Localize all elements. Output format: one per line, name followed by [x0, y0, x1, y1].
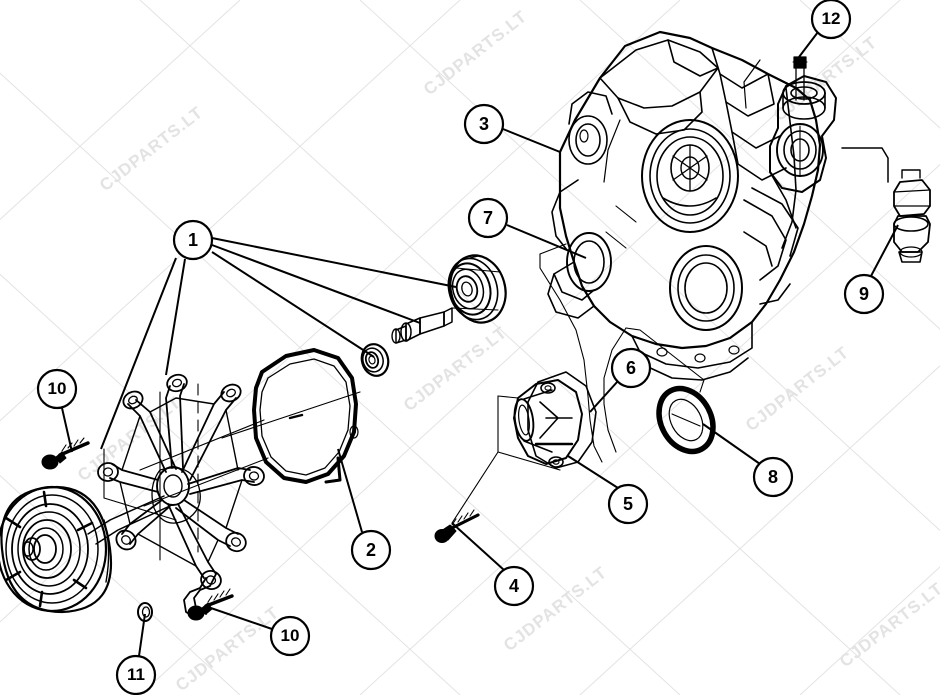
callout-bubble-10[interactable]: [36, 368, 78, 410]
callout-bubble-9[interactable]: [843, 273, 885, 315]
water-pump-body-graphic: [87, 373, 265, 591]
callout-leader-line: [211, 237, 457, 288]
callout-leader-line: [61, 407, 73, 453]
callout-leader-line: [138, 613, 146, 657]
callout-bubble-6[interactable]: [610, 347, 652, 389]
callout-bubble-12[interactable]: [810, 0, 852, 40]
callout-number-4[interactable]: 4: [508, 576, 519, 596]
callout-number-10[interactable]: 10: [47, 379, 67, 398]
pump-shaft-graphic: [391, 307, 453, 344]
callout-bubble-4[interactable]: [493, 565, 535, 607]
callout-leader-line: [506, 224, 587, 259]
callout-bubble-1[interactable]: [172, 219, 214, 261]
callout-number-8[interactable]: 8: [767, 467, 778, 487]
fan-hub-graphic: [0, 485, 113, 614]
callout-leader-line: [502, 128, 561, 153]
callout-leader-line: [451, 522, 505, 571]
callout-number-7[interactable]: 7: [482, 208, 493, 228]
callout-leader-line: [211, 244, 421, 324]
o-ring-seal-graphic: [656, 385, 716, 455]
callout-number-6[interactable]: 6: [625, 358, 636, 378]
callout-bubble-8[interactable]: [752, 456, 794, 498]
timing-chain-cover-graphic: [547, 30, 837, 381]
callout-bubble-2[interactable]: [350, 529, 392, 571]
stud-bolt-graphic: [792, 56, 808, 101]
callout-leader-line: [567, 455, 619, 489]
callout-bubble-5[interactable]: [607, 483, 649, 525]
water-pump-pulley-graphic: [447, 254, 507, 324]
callout-leader-line: [204, 605, 273, 630]
callout-number-1[interactable]: 1: [187, 230, 198, 250]
thermostat-bolt-graphic: [434, 509, 480, 543]
callout-bubble-11[interactable]: [115, 654, 157, 695]
callout-leader-line: [702, 423, 761, 465]
callout-leader-line: [870, 224, 899, 277]
callout-number-5[interactable]: 5: [622, 494, 633, 514]
callout-number-9[interactable]: 9: [858, 284, 869, 304]
callout-leader-line: [589, 380, 619, 413]
callout-number-10[interactable]: 10: [280, 626, 300, 645]
callout-number-11[interactable]: 11: [127, 665, 145, 684]
callout-leader-line: [211, 251, 375, 358]
callout-number-2[interactable]: 2: [365, 540, 376, 560]
callout-leader-line: [337, 448, 363, 533]
callout-number-3[interactable]: 3: [478, 114, 489, 134]
callout-bubble-3[interactable]: [463, 103, 505, 145]
pump-seal-graphic: [360, 343, 390, 377]
coolant-temperature-sensor-graphic: [841, 147, 931, 263]
callout-leader-line: [798, 31, 819, 58]
callout-bubble-10[interactable]: [269, 615, 311, 657]
water-pump-bolt-lower-graphic: [187, 588, 234, 621]
callout-bubble-7[interactable]: [467, 197, 509, 239]
callout-leader-line: [100, 257, 177, 450]
callout-number-12[interactable]: 12: [821, 9, 841, 28]
callout-leader-line: [165, 258, 186, 376]
